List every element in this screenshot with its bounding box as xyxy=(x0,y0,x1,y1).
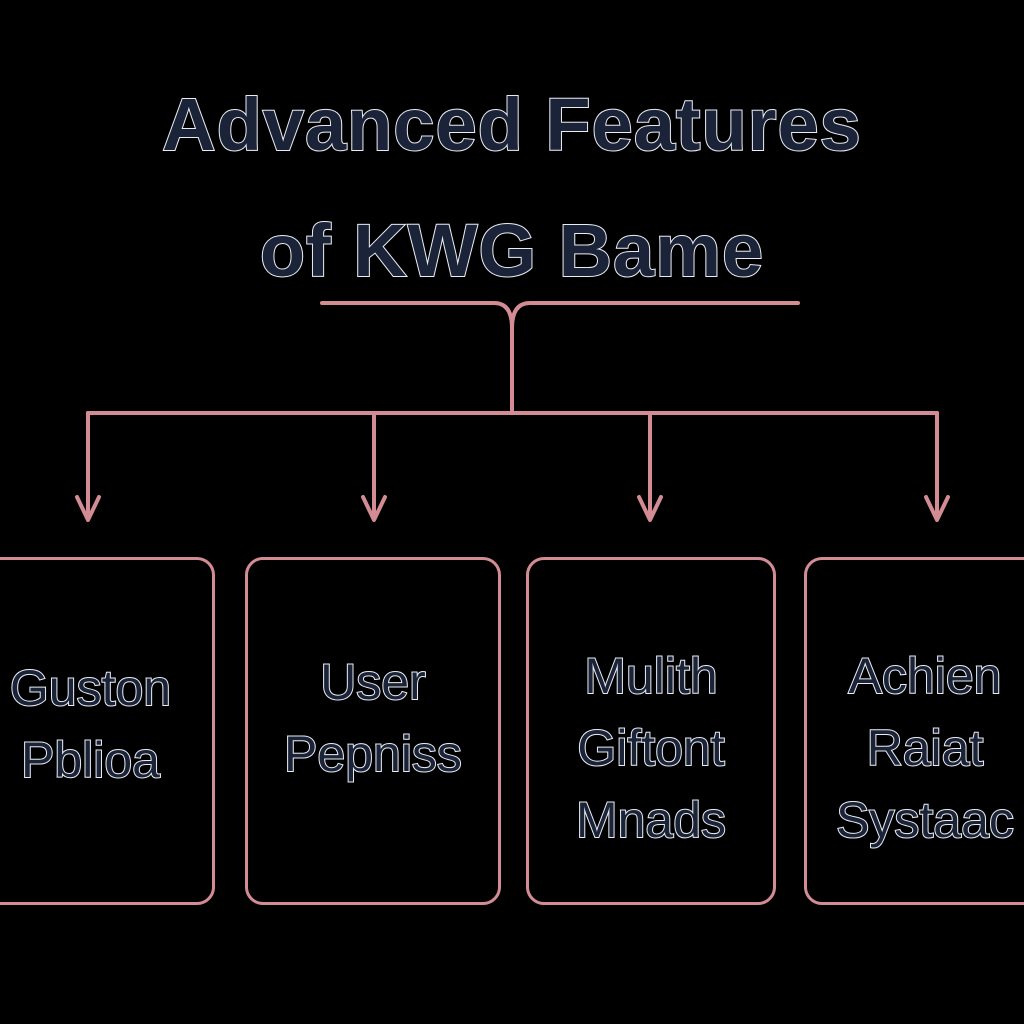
feature-box-2-text: User Pepniss xyxy=(248,646,498,790)
diagram-title-line-1: Advanced Features xyxy=(161,83,862,166)
feature-box-3-line-2: Giftont xyxy=(576,719,725,777)
title-bracket xyxy=(320,301,800,330)
arrowhead-1 xyxy=(75,495,101,522)
feature-box-3-text: Mulith Giftont Mnads xyxy=(529,640,773,856)
feature-box-4-line-1: Achien xyxy=(848,647,1003,705)
feature-box-3-line-1: Mulith xyxy=(583,647,718,705)
feature-box-4: Achien Raiat Systaac xyxy=(804,557,1024,905)
feature-box-1: Guston Pblioa xyxy=(0,557,215,905)
feature-box-4-line-3: Systaac xyxy=(835,791,1015,849)
feature-box-1-line-2: Pblioa xyxy=(20,731,161,789)
feature-box-1-line-1: Guston xyxy=(9,659,172,717)
arrowhead-4 xyxy=(924,495,950,522)
feature-box-3-line-3: Mnads xyxy=(575,791,727,849)
feature-box-2-line-2: Pepniss xyxy=(283,725,463,783)
arrowhead-2 xyxy=(361,495,387,522)
feature-box-4-line-2: Raiat xyxy=(866,719,985,777)
feature-box-3: Mulith Giftont Mnads xyxy=(526,557,776,905)
diagram-title-line-2: of KWG Bame xyxy=(259,209,765,292)
arrowhead-3 xyxy=(637,495,663,522)
feature-box-4-text: Achien Raiat Systaac xyxy=(825,640,1024,856)
feature-box-2: User Pepniss xyxy=(245,557,501,905)
feature-box-1-text: Guston Pblioa xyxy=(0,652,198,796)
feature-box-2-line-1: User xyxy=(319,653,427,711)
